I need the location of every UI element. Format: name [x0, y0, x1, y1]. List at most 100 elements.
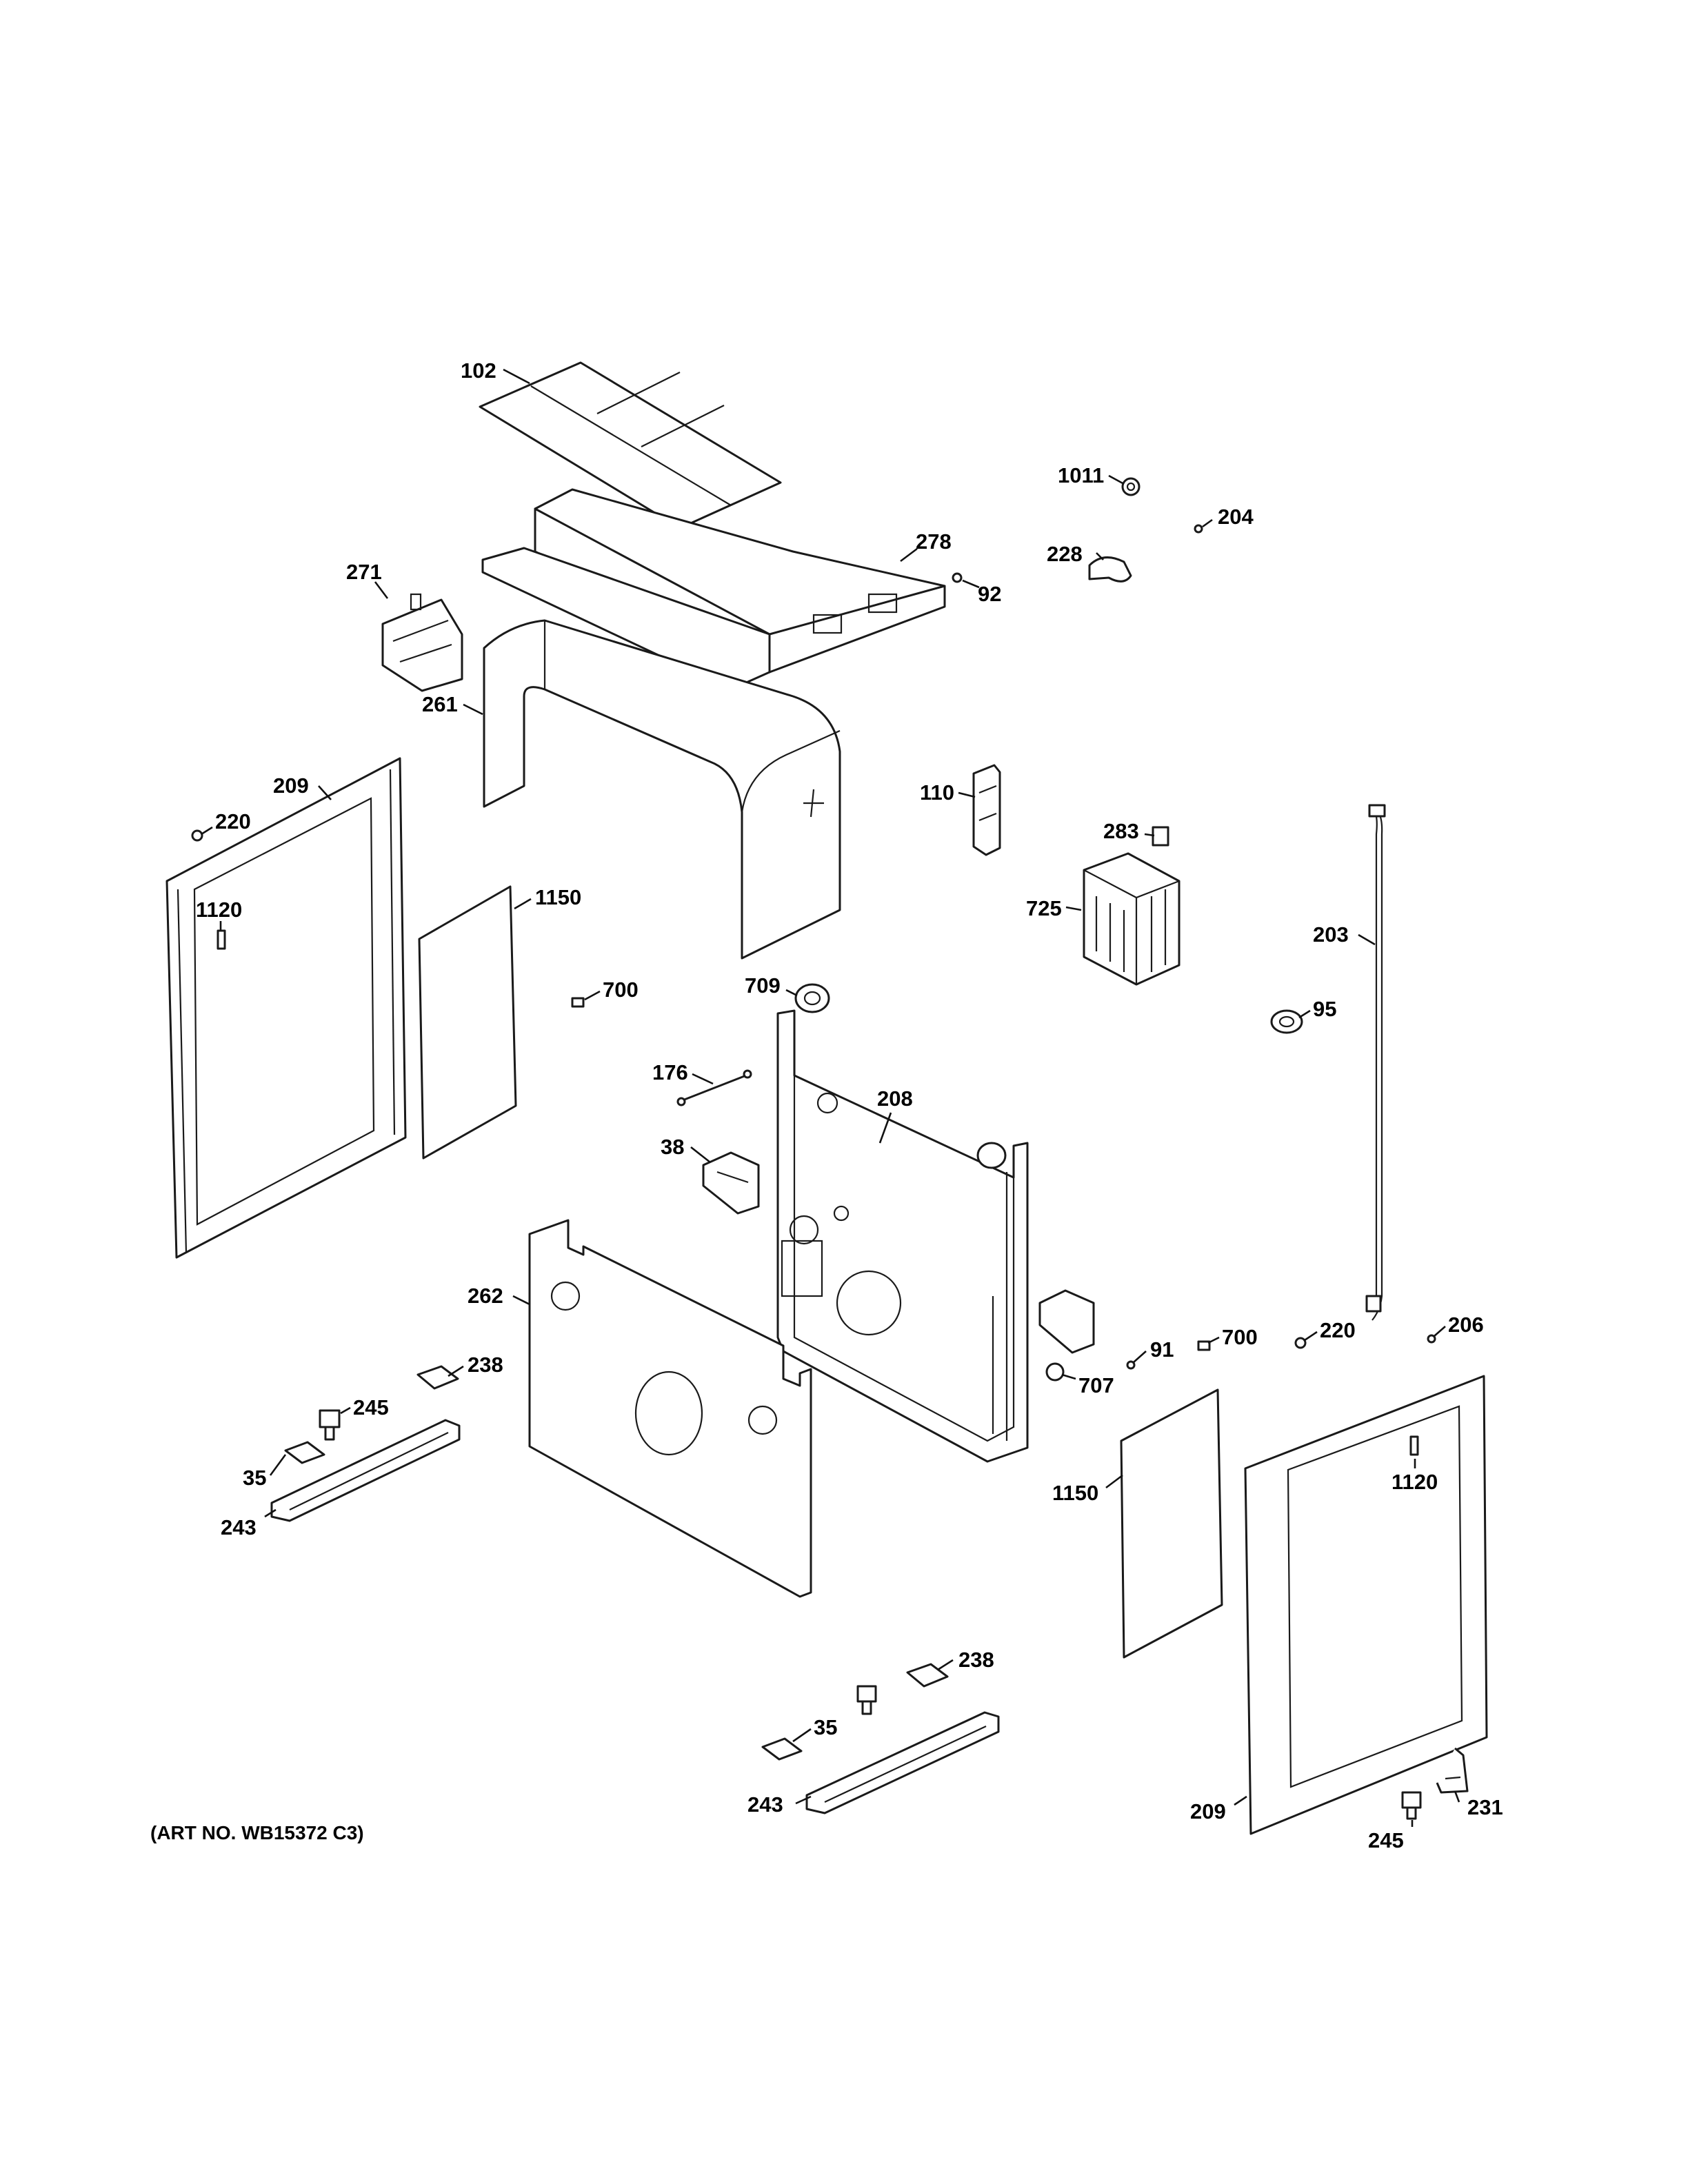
leader-220a — [201, 826, 213, 836]
part-176-rod — [676, 1069, 752, 1106]
leader-1150a — [514, 898, 532, 910]
callout-707: 707 — [1078, 1373, 1114, 1397]
leader-1150b — [1105, 1474, 1123, 1489]
leader-700b — [1207, 1336, 1220, 1344]
leader-220b — [1304, 1331, 1318, 1342]
callout-220-right: 220 — [1320, 1318, 1356, 1342]
part-700-clip-right — [1197, 1340, 1211, 1351]
leader-243a — [264, 1508, 277, 1518]
callout-261: 261 — [422, 692, 458, 716]
part-238-foot-pad-left — [416, 1365, 459, 1390]
leader-208 — [878, 1112, 892, 1144]
part-209-side-panel-left — [165, 757, 407, 1259]
callout-35-left: 35 — [243, 1466, 266, 1490]
part-283-clip — [1152, 826, 1169, 847]
leader-283 — [1144, 833, 1155, 837]
callout-725: 725 — [1026, 896, 1062, 920]
callout-1011: 1011 — [1058, 463, 1104, 487]
part-95-grommet — [1270, 1009, 1303, 1034]
art-number-caption: (ART NO. WB15372 C3) — [150, 1822, 364, 1843]
part-206-screw — [1427, 1334, 1436, 1344]
part-220-screw-left — [191, 829, 203, 842]
callout-700-right: 700 — [1222, 1325, 1258, 1349]
callout-243-right: 243 — [747, 1792, 783, 1817]
part-35-foot-pad-right — [761, 1737, 803, 1761]
part-1120-clip-right — [1409, 1435, 1419, 1456]
callout-228: 228 — [1047, 542, 1083, 566]
leader-243b — [795, 1795, 812, 1805]
part-102-insulation-pad — [479, 361, 782, 529]
callout-95: 95 — [1313, 997, 1336, 1021]
callout-262: 262 — [468, 1284, 503, 1308]
part-271-bracket — [381, 593, 463, 692]
part-92-screw — [952, 572, 963, 583]
part-203-wire-harness — [1365, 804, 1386, 1321]
part-243-leveling-rail-right — [805, 1711, 1000, 1814]
callout-1120-right: 1120 — [1391, 1470, 1438, 1494]
leader-38 — [690, 1146, 711, 1164]
callout-91: 91 — [1150, 1337, 1174, 1362]
callout-208: 208 — [877, 1086, 913, 1111]
part-35-foot-pad-left — [284, 1441, 325, 1464]
part-709-grommet-2 — [976, 1142, 1007, 1169]
part-110-switch — [972, 764, 1001, 856]
leader-709 — [785, 989, 798, 997]
part-725-junction-box — [1083, 852, 1180, 986]
part-707-nut — [1045, 1362, 1065, 1382]
callout-238-left: 238 — [468, 1353, 503, 1377]
leader-35b — [792, 1728, 812, 1743]
callout-709: 709 — [745, 973, 781, 998]
leader-271 — [374, 581, 389, 599]
leader-725 — [1065, 906, 1082, 911]
part-220-screw-right — [1294, 1337, 1307, 1349]
leader-206 — [1434, 1326, 1446, 1337]
part-261-top-wrap — [483, 619, 841, 960]
callout-176: 176 — [652, 1060, 688, 1084]
callout-231: 231 — [1467, 1795, 1503, 1819]
leader-700a — [584, 990, 601, 1001]
callout-102: 102 — [461, 358, 496, 383]
callout-38: 38 — [661, 1135, 684, 1159]
leader-35a — [269, 1454, 287, 1476]
leader-102 — [503, 368, 530, 385]
leader-209a — [318, 785, 332, 800]
leader-204 — [1202, 518, 1213, 528]
leader-209b — [1234, 1795, 1247, 1806]
callout-206: 206 — [1448, 1313, 1484, 1337]
callout-1150-right: 1150 — [1052, 1481, 1098, 1505]
callout-35-right: 35 — [814, 1715, 837, 1739]
leader-238b — [937, 1659, 954, 1671]
part-1120-clip-left — [217, 929, 226, 950]
part-245-leveling-leg-right — [1401, 1791, 1422, 1820]
leader-228 — [1096, 552, 1104, 560]
part-208-rear-panel — [776, 1009, 1029, 1463]
part-1011-nut — [1121, 477, 1141, 496]
callout-203: 203 — [1313, 922, 1349, 947]
leader-92 — [962, 579, 980, 589]
callout-110: 110 — [920, 780, 954, 805]
part-243-leveling-rail-left — [270, 1419, 461, 1522]
part-278-vent-duct — [481, 488, 946, 691]
callout-209-left: 209 — [273, 774, 309, 798]
part-228-clip — [1088, 556, 1132, 583]
part-245-leveling-leg-mid — [856, 1685, 877, 1715]
callout-700-left: 700 — [603, 978, 639, 1002]
callout-209-right: 209 — [1190, 1799, 1226, 1823]
callout-283: 283 — [1103, 819, 1139, 843]
part-709-grommet — [794, 983, 830, 1013]
callout-204: 204 — [1218, 505, 1254, 529]
part-238-foot-pad-right — [906, 1663, 949, 1688]
part-700-clip-left — [571, 997, 585, 1008]
callout-278: 278 — [916, 529, 952, 554]
part-204-screw — [1194, 524, 1203, 534]
callout-92: 92 — [978, 582, 1001, 606]
part-38-hinge-bracket — [702, 1151, 760, 1215]
callout-243-left: 243 — [221, 1515, 257, 1539]
leader-91 — [1133, 1351, 1147, 1363]
part-262-rear-panel — [528, 1219, 812, 1598]
leader-262 — [512, 1295, 530, 1306]
leader-245a — [340, 1406, 351, 1415]
callout-245-left: 245 — [353, 1395, 389, 1419]
leader-176 — [692, 1073, 714, 1085]
